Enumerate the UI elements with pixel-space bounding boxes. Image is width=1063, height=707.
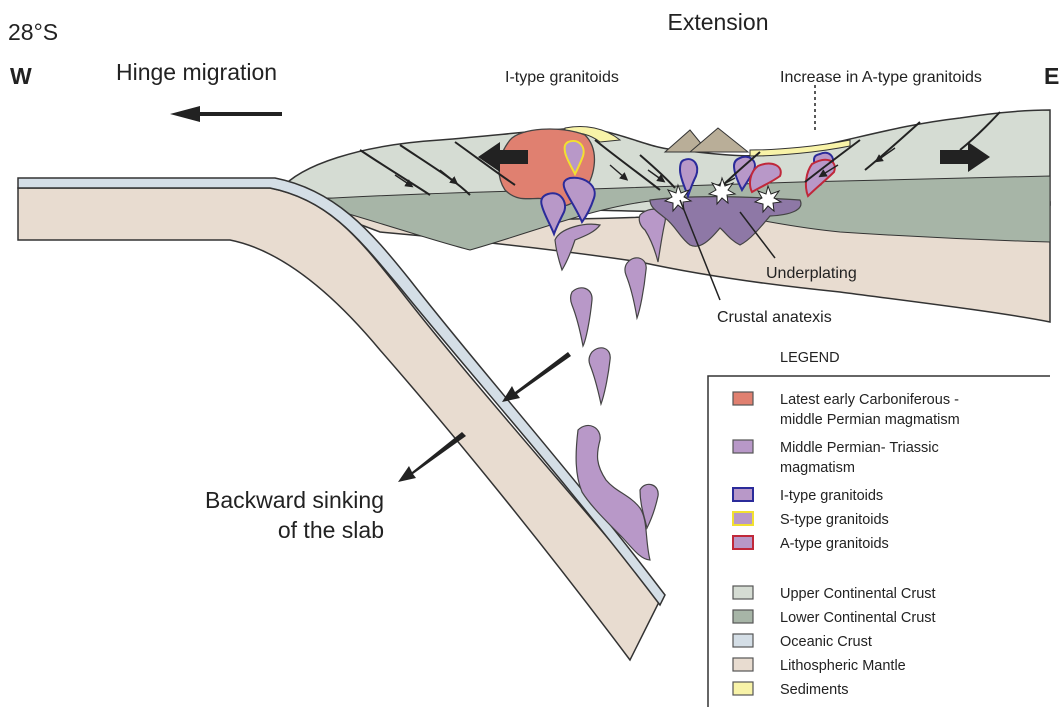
backward-sinking-label-2: of the slab	[278, 517, 384, 543]
legend-label: magmatism	[780, 460, 855, 476]
extension-label: Extension	[667, 9, 768, 35]
legend-swatch	[733, 536, 753, 549]
sinking-arrow-1	[502, 352, 571, 402]
latitude-label: 28°S	[8, 19, 58, 45]
legend-swatch	[733, 512, 753, 525]
legend-swatch	[733, 610, 753, 623]
a-type-increase-label: Increase in A-type granitoids	[780, 69, 982, 86]
east-label: E	[1044, 63, 1059, 89]
legend-swatch	[733, 488, 753, 501]
legend-label: I-type granitoids	[780, 488, 883, 504]
hinge-migration-label: Hinge migration	[116, 59, 277, 85]
legend-label: Middle Permian- Triassic	[780, 440, 939, 456]
legend-label: Lithospheric Mantle	[780, 658, 906, 674]
legend-label: Latest early Carboniferous -	[780, 392, 959, 408]
legend-swatch	[733, 586, 753, 599]
underplating-label: Underplating	[766, 265, 857, 282]
legend-label: A-type granitoids	[780, 536, 889, 552]
legend-label: Upper Continental Crust	[780, 586, 936, 602]
legend-label: S-type granitoids	[780, 512, 889, 528]
legend-label: Sediments	[780, 682, 849, 698]
crustal-anatexis-label: Crustal anatexis	[717, 309, 832, 326]
legend-label: Oceanic Crust	[780, 634, 872, 650]
legend-items: Latest early Carboniferous - middle Permi…	[733, 392, 960, 698]
legend: LEGEND Latest early Carboniferous - middl…	[708, 350, 1050, 707]
legend-title: LEGEND	[780, 350, 840, 366]
legend-swatch	[733, 392, 753, 405]
hinge-migration-arrow	[170, 106, 282, 122]
legend-swatch	[733, 440, 753, 453]
sinking-arrow-2	[398, 432, 466, 482]
legend-swatch	[733, 682, 753, 695]
west-label: W	[10, 63, 32, 89]
backward-sinking-label-1: Backward sinking	[205, 487, 384, 513]
legend-label: middle Permian magmatism	[780, 412, 960, 428]
legend-swatch	[733, 658, 753, 671]
i-type-label: I-type granitoids	[505, 69, 619, 86]
legend-swatch	[733, 634, 753, 647]
legend-label: Lower Continental Crust	[780, 610, 936, 626]
